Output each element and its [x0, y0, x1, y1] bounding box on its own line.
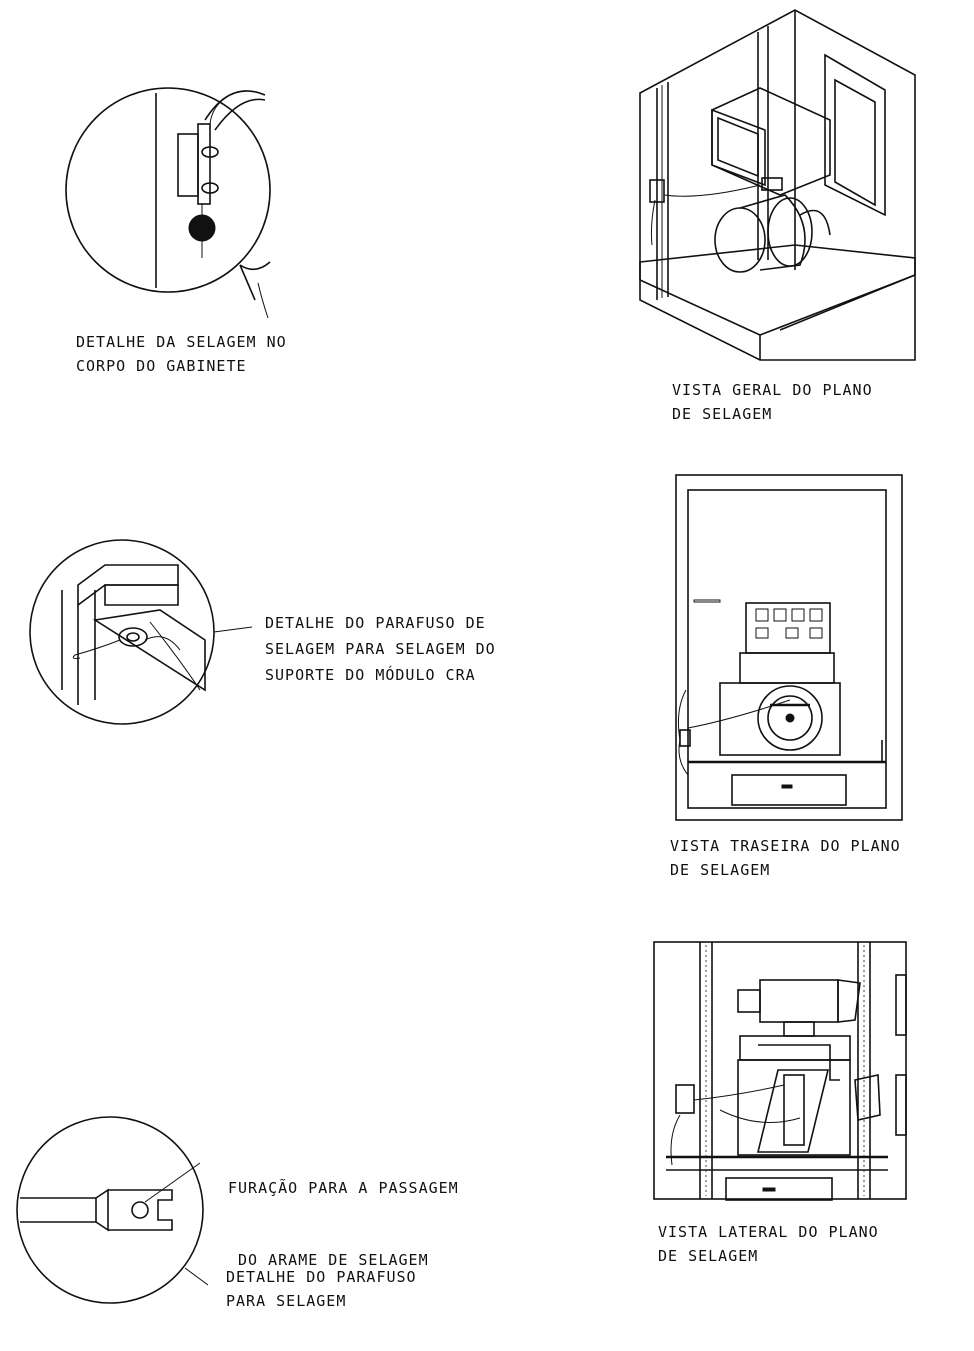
general-view-drawing — [639, 9, 916, 361]
cra-screw-caption-line1: DETALHE DO PARAFUSO DE — [265, 614, 486, 632]
rear-view-drawing — [675, 474, 903, 821]
cra-screw-caption-line2: SELAGEM PARA SELAGEM DO — [265, 640, 496, 658]
general-view-caption-line1: VISTA GERAL DO PLANO — [672, 381, 873, 399]
screw-detail-caption: DETALHE DO PARAFUSO PARA SELAGEM — [226, 1265, 417, 1313]
cabinet-seal-caption: DETALHE DA SELAGEM NO CORPO DO GABINETE — [76, 330, 287, 378]
wire-hole-caption-line2: DO ARAME DE SELAGEM — [228, 1251, 429, 1269]
rear-view-caption: VISTA TRASEIRA DO PLANO DE SELAGEM — [670, 834, 901, 882]
cra-screw-caption-line3: SUPORTE DO MÓDULO CRA — [265, 666, 476, 684]
side-view-caption-line2: DE SELAGEM — [658, 1247, 759, 1265]
general-view-caption-line2: DE SELAGEM — [672, 405, 773, 423]
wire-hole-caption-line1: FURAÇÃO PARA A PASSAGEM — [228, 1179, 459, 1197]
screw-detail-caption-line2: PARA SELAGEM — [226, 1292, 347, 1310]
side-view-caption: VISTA LATERAL DO PLANO DE SELAGEM — [658, 1220, 879, 1268]
cabinet-seal-detail — [65, 87, 271, 319]
screw-detail-caption-line1: DETALHE DO PARAFUSO — [226, 1268, 417, 1286]
cra-screw-caption: DETALHE DO PARAFUSO DE SELAGEM PARA SELA… — [265, 610, 496, 688]
screw-detail — [16, 1116, 209, 1304]
general-view-caption: VISTA GERAL DO PLANO DE SELAGEM — [672, 378, 873, 426]
side-view-caption-line1: VISTA LATERAL DO PLANO — [658, 1223, 879, 1241]
wire-hole-caption: FURAÇÃO PARA A PASSAGEM DO ARAME DE SELA… — [228, 1128, 459, 1296]
wire-hole-icon — [131, 1201, 149, 1219]
cra-screw-detail — [29, 539, 253, 725]
rear-view-caption-line1: VISTA TRASEIRA DO PLANO — [670, 837, 901, 855]
cabinet-seal-caption-line1: DETALHE DA SELAGEM NO — [76, 333, 287, 351]
cabinet-seal-caption-line2: CORPO DO GABINETE — [76, 357, 247, 375]
seal-lead-icon — [188, 214, 216, 242]
rear-view-caption-line2: DE SELAGEM — [670, 861, 771, 879]
side-view-drawing — [653, 941, 907, 1201]
